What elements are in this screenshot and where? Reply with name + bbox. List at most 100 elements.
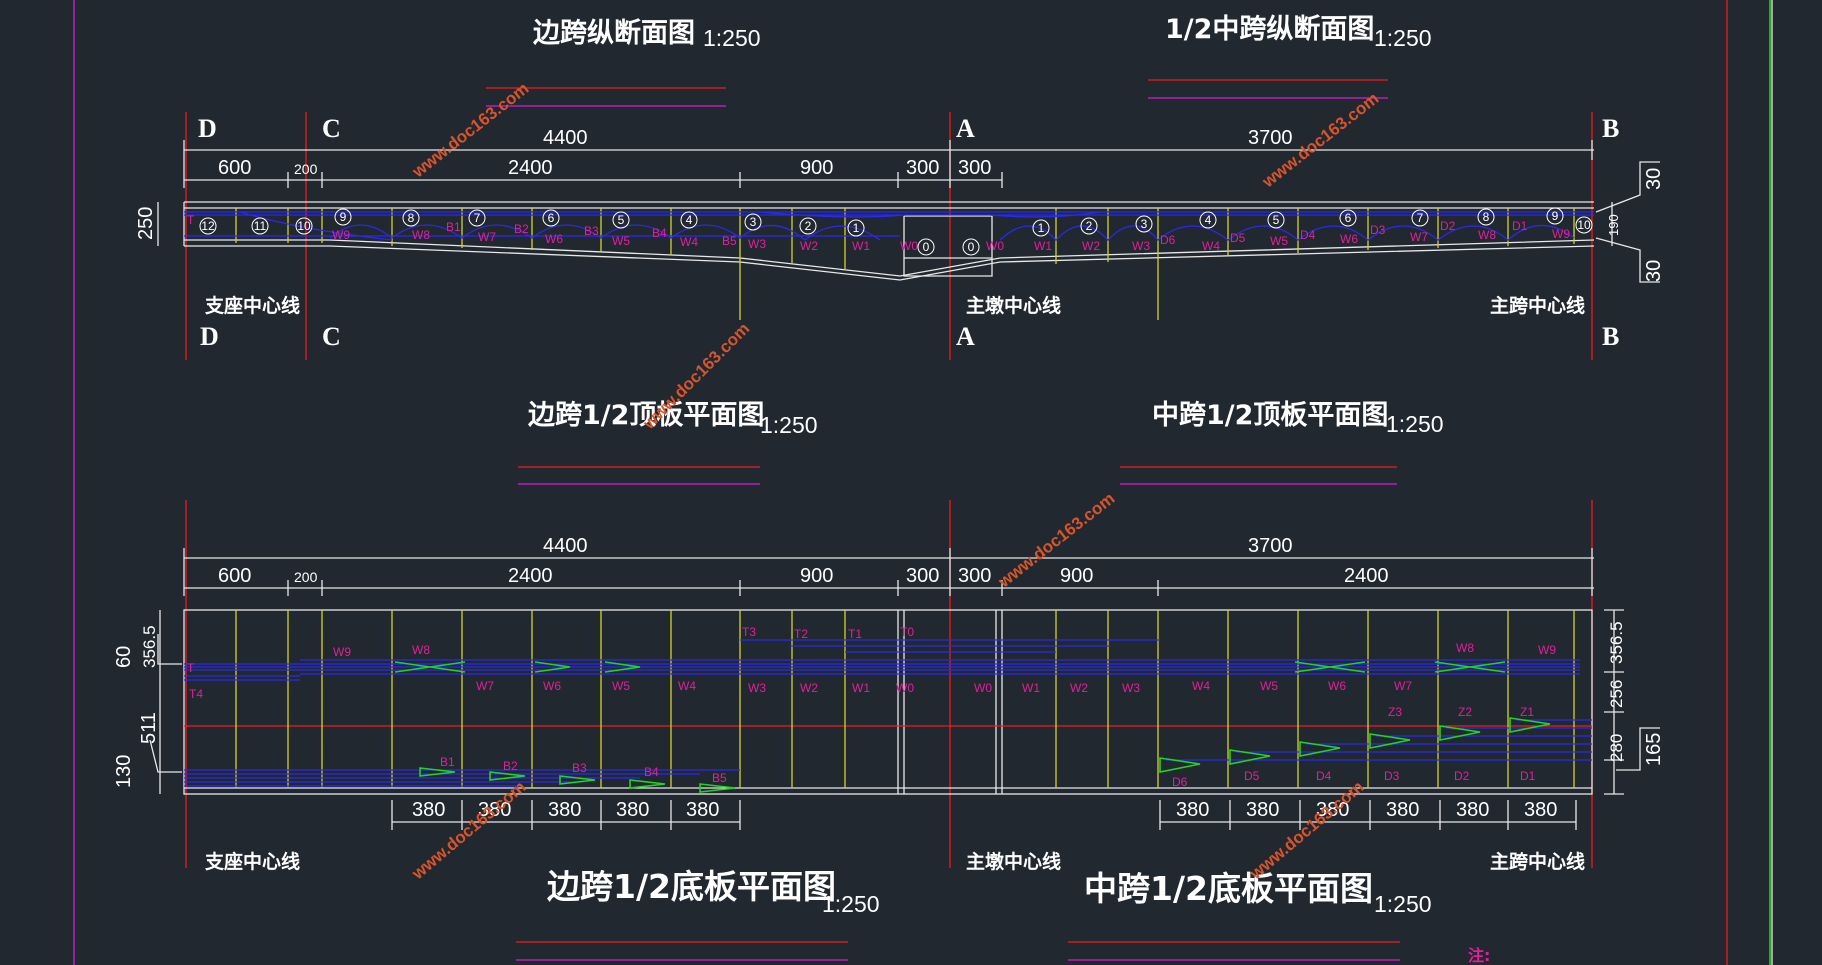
tendon-label: W3 [1132,239,1150,253]
segment-circle [799,217,817,235]
tendon-label: W1 [1034,239,1052,253]
note-label: 注: [1468,946,1490,965]
tendon-label: D2 [1440,219,1456,233]
segment-number: 0 [923,240,930,254]
dim-2400-mid-plan: 2400 [1344,565,1389,587]
segment-circle [542,209,560,227]
tendon-label: W9 [333,645,351,659]
segment-number: 6 [1345,211,1352,225]
girder-soffit [184,245,1595,281]
segment-number: 0 [968,240,975,254]
tendon-label: T [187,661,195,675]
segment-circle [962,238,980,256]
tendon-label: T1 [848,627,862,641]
tendon-label: D2 [1454,769,1470,783]
segment-number: 10 [1577,218,1591,232]
tendon-label: B4 [644,765,659,779]
dim-600: 600 [218,157,251,179]
dim-380: 380 [1246,799,1279,821]
anchor-mark [1329,661,1366,673]
segment-number: 11 [254,219,267,233]
dim-h130: 130 [113,755,135,788]
anchor-mark [1469,661,1506,673]
dim-leader [1595,237,1660,283]
segment-number: 3 [1141,217,1148,231]
tendon-label: D4 [1316,769,1332,783]
tendon-label: W1 [852,239,870,253]
tendon-label: W8 [1478,228,1496,242]
anchor-mark [489,771,526,781]
tendon-label: T3 [742,625,756,639]
segment-number: 7 [474,211,481,225]
tendon-label: B3 [584,224,599,238]
label-support-centerline-top: 支座中心线 [204,294,300,317]
tendon-label: W8 [1456,641,1474,655]
segment-circle [1575,216,1593,234]
tendon-curve [999,224,1575,241]
dim-h30-bottom: 30 [1643,260,1665,282]
scale-side-longitudinal: 1:250 [703,25,761,51]
tendon-label: W4 [678,679,696,693]
dim-leader [149,739,182,773]
axis-label-a-top: A [956,114,975,143]
dim-900-side-plan: 900 [800,565,833,587]
watermark: www.doc163.com [408,777,530,883]
tendon-curve [759,211,906,218]
tendon-label: Z2 [1458,705,1472,719]
dims-plan-right [1604,609,1660,795]
tendon-label: B5 [712,771,727,785]
web-labels-top: T W9 W8 B1 W7 B2 W6 B3 W5 B4 W4 B5 W3 W2… [187,213,1570,253]
dim-380: 380 [1524,799,1557,821]
segment-number: 2 [805,219,812,233]
segment-numbers: 12 11 10 9 8 7 6 5 4 3 2 1 0 0 1 2 3 4 5… [199,207,1593,256]
tendon-label: W4 [1192,679,1210,693]
tendon-label: W7 [478,230,496,244]
segment-number: 1 [1038,221,1045,235]
anchors-bottom-plate [419,717,1551,793]
tendon-label: W6 [1328,679,1346,693]
tendon-label: W8 [412,228,430,242]
axis-label-b-top: B [1602,114,1619,143]
anchor-mark [1159,757,1201,773]
tendon-label: W5 [1270,234,1288,248]
segment-number: 8 [408,211,415,225]
tendon-label: W0 [900,239,918,253]
watermark: www.doc163.com [994,489,1118,592]
scale-mid-top: 1:250 [1386,411,1444,437]
tendon-label: T [187,213,195,227]
dim-300-mid-plan: 300 [958,565,991,587]
tendon-label: W0 [974,681,992,695]
scale-side-top: 1:250 [760,412,818,438]
tendon-label: W1 [1022,681,1040,695]
tendon-label: W0 [896,681,914,695]
title-side-longitudinal: 边跨纵断面图 [533,18,695,49]
anchor-mark [1229,749,1271,765]
tendon-curve [239,211,393,241]
segment-number: 6 [548,211,555,225]
dim-h30-top: 30 [1643,168,1665,190]
tendon-label: W4 [1202,239,1220,253]
anchor-mark [699,783,736,793]
tendon-label: D5 [1230,231,1246,245]
tendon-label: W5 [1260,679,1278,693]
tendon-label: D5 [1244,769,1260,783]
tendon-label: B3 [572,761,587,775]
tendon-label: W6 [545,232,563,246]
dim-300-right: 300 [958,157,991,179]
dim-h280: 280 [1607,734,1626,762]
dims-380-mid [1159,800,1577,830]
segment-circle [334,208,352,226]
dim-h511: 511 [138,712,160,744]
tendon-label: D1 [1512,219,1528,233]
title-mid-longitudinal: 1/2中跨纵断面图 [1165,14,1374,45]
segment-number: 5 [1273,213,1280,227]
dim-300-side-plan: 300 [906,565,939,587]
segment-circle [1032,219,1050,237]
tendon-label: W3 [748,237,766,251]
anchor-mark [629,779,666,789]
tendon-label: W8 [412,643,430,657]
dim-h256: 256 [1607,680,1626,708]
dim-leader [157,634,182,665]
segment-number: 3 [750,215,757,229]
